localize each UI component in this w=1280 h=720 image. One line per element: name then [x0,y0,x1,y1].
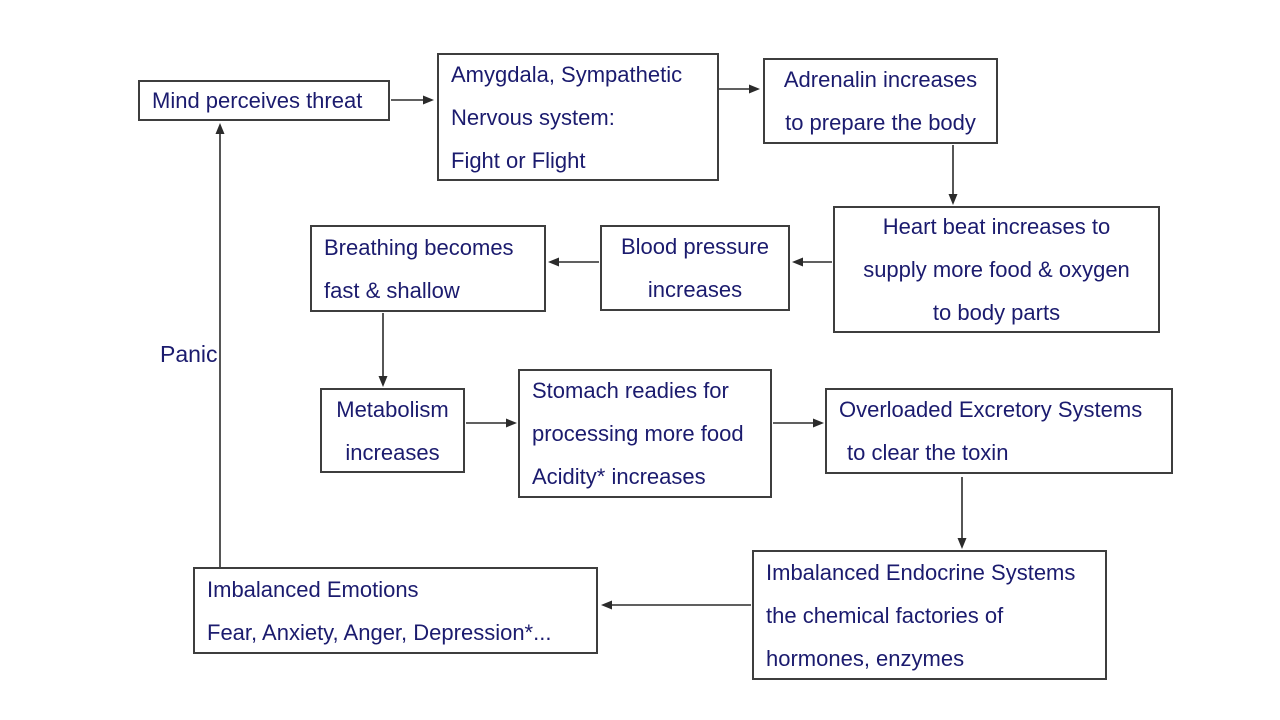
node-text-line: increases [345,439,440,465]
node-text-line: Fight or Flight [451,147,586,173]
node-text-line: increases [647,277,743,302]
node-text-line: Fear, Anxiety, Anger, Depression*... [207,619,552,645]
node-text-line: Nervous system: [451,104,615,130]
panic-edge-label: Panic [160,341,218,367]
node-adrenalin-increases: Adrenalin increases to prepare the body [763,58,998,144]
node-text-line: to clear the toxin [847,440,1009,465]
node-text-line: fast & shallow [324,277,460,303]
node-text-line: the chemical factories of [766,602,1004,628]
node-imbalanced-endocrine: Imbalanced Endocrine Systems the chemica… [752,550,1107,680]
node-heart-beat-increases: Heart beat increases to supply more food… [833,206,1160,333]
node-text-line: Adrenalin increases [783,67,978,92]
node-stomach-readies: Stomach readies for processing more food… [518,369,772,498]
node-imbalanced-emotions: Imbalanced Emotions Fear, Anxiety, Anger… [193,567,598,654]
node-text-line: Imbalanced Emotions [207,576,419,602]
node-text-line: Breathing becomes [324,234,514,260]
node-text-line: supply more food & oxygen [863,257,1130,282]
node-metabolism-increases: Metabolism increases [320,388,465,473]
node-breathing-fast-shallow: Breathing becomes fast & shallow [310,225,546,312]
node-text-line: processing more food [532,421,744,446]
node-text-line: Heart beat increases to [882,214,1111,239]
node-mind-perceives-threat: Mind perceives threat [138,80,390,121]
node-text-line: Mind perceives threat [152,88,363,113]
node-text-line: Overloaded Excretory Systems [839,397,1143,422]
node-text-line: Stomach readies for [532,378,729,403]
node-amygdala-sympathetic: Amygdala, Sympathetic Nervous system: Fi… [437,53,719,181]
node-text-line: Blood pressure [621,234,769,259]
node-text-line: Acidity* increases [532,464,706,489]
node-text-line: Amygdala, Sympathetic [451,61,683,87]
node-overloaded-excretory: Overloaded Excretory Systems to clear th… [825,388,1173,474]
node-text-line: Imbalanced Endocrine Systems [766,559,1076,585]
node-text-line: Metabolism [336,396,449,422]
node-text-line: to prepare the body [785,110,976,135]
node-text-line: hormones, enzymes [766,645,965,671]
node-blood-pressure-increases: Blood pressure increases [600,225,790,311]
node-text-line: to body parts [932,300,1061,325]
